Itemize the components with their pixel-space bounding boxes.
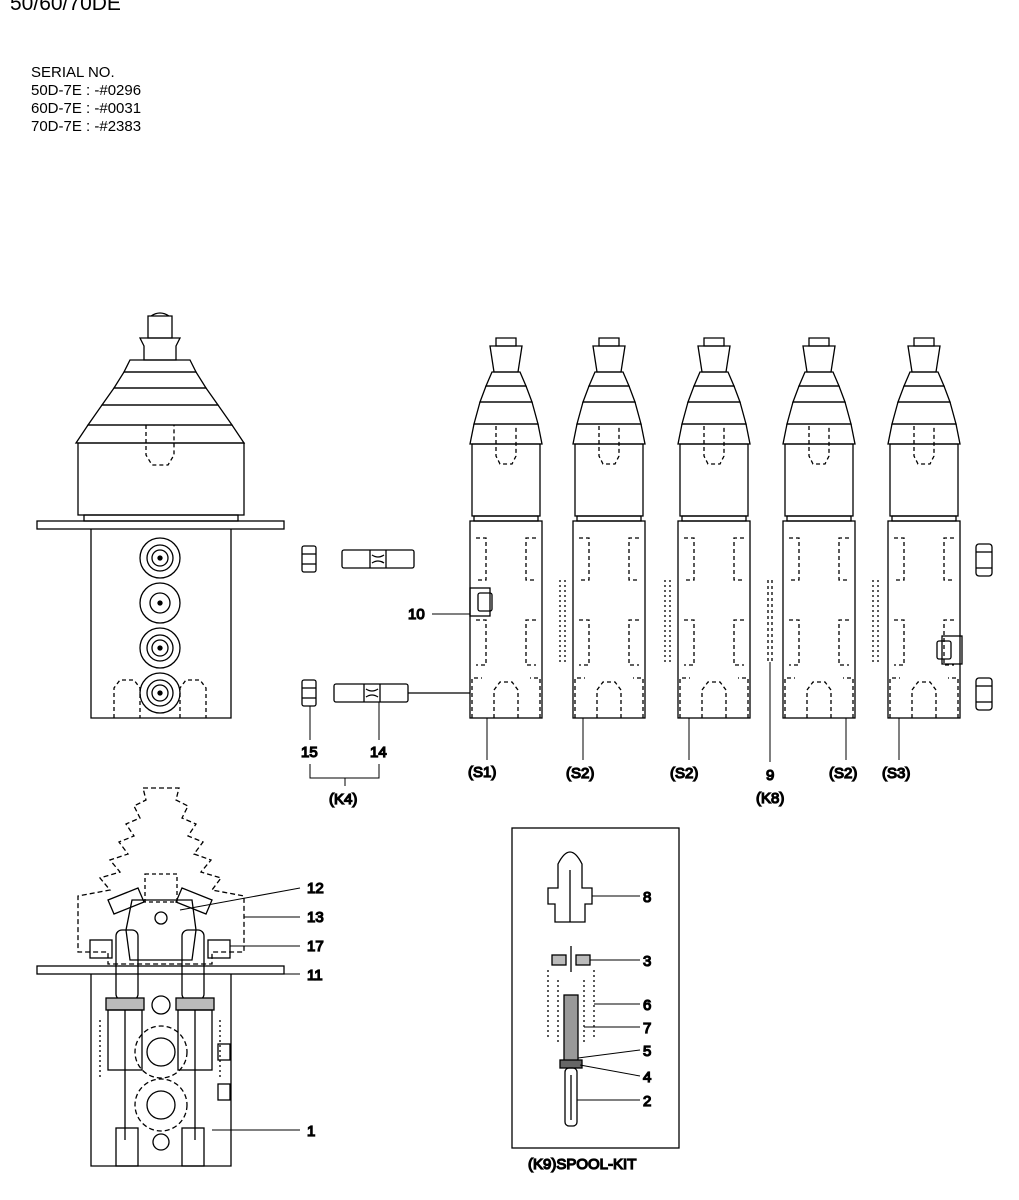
between-section-seals [559,580,879,665]
serial-60d: 60D-7E : -#0031 [31,100,142,117]
callout-3: 3 [643,953,651,970]
callout-s2-second: (S2) [670,765,698,782]
model-title: 50/60/70DE [10,0,121,15]
section-s2-a [572,337,646,719]
callout-1: 1 [307,1123,315,1140]
side-nuts-right [975,543,993,711]
k4-nut-lower [301,679,317,707]
callout-5: 5 [643,1043,651,1060]
section-s2-b [677,337,751,719]
callout-s3: (S3) [882,765,910,782]
callout-4: 4 [643,1069,651,1086]
k4-nut-upper [301,545,317,573]
callout-8: 8 [643,889,651,906]
callout-s1: (S1) [468,764,496,781]
serial-50d: 50D-7E : -#0296 [31,82,142,99]
leader-lines-kit [577,895,641,1101]
callout-15: 15 [301,744,318,761]
callout-2: 2 [643,1093,651,1110]
serial-number-block: SERIAL NO. 50D-7E : -#0296 60D-7E : -#00… [31,64,141,136]
section-s1 [469,337,543,719]
spool-kit-box [511,827,680,1149]
callout-9: 9 [766,767,774,784]
callout-k4: (K4) [329,791,357,808]
serial-70d: 70D-7E : -#2383 [31,118,142,135]
callout-10: 10 [408,606,425,623]
callout-7: 7 [643,1020,651,1037]
spool-kit-caption: (K9)SPOOL-KIT [528,1156,636,1173]
callout-s2-first: (S2) [566,765,594,782]
leader-lines-section [179,887,301,1131]
callout-13: 13 [307,909,324,926]
k4-stud-upper [341,549,415,569]
callout-12: 12 [307,880,324,897]
part-10-plug-s3 [936,635,963,665]
serial-heading: SERIAL NO. [31,64,115,81]
callout-11: 11 [307,967,323,984]
callout-6: 6 [643,997,651,1014]
part-10-plug [469,587,493,617]
joystick-valve-front-view [36,312,285,719]
joystick-valve-section-view [36,787,285,1167]
k4-stud-lower [333,683,470,703]
callout-k8: (K8) [756,790,784,807]
part-9-oring [767,580,773,662]
callout-17: 17 [307,938,324,955]
callout-14: 14 [370,744,387,761]
callout-s2-third: (S2) [829,765,857,782]
leader-lines-top [309,613,900,786]
section-s3 [887,337,961,719]
section-s2-c [782,337,856,719]
spool-sections [469,337,961,719]
